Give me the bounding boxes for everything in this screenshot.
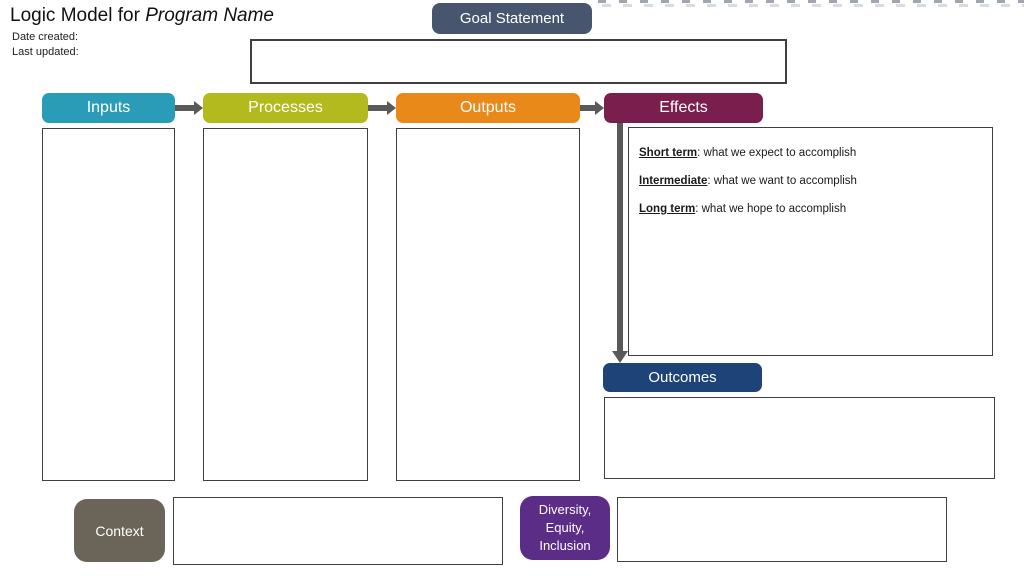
goal-statement-field[interactable] <box>250 39 787 84</box>
arrow-processes-to-outputs-icon <box>368 101 396 115</box>
arrow-inputs-to-processes-icon <box>175 101 203 115</box>
effects-long-term-desc: : what we hope to accomplish <box>695 203 847 215</box>
inputs-field[interactable] <box>42 128 175 481</box>
dei-field[interactable] <box>617 497 947 562</box>
effects-long-term-row: Long term: what we hope to accomplish <box>639 203 984 215</box>
last-updated-label: Last updated: <box>12 46 79 58</box>
inputs-header: Inputs <box>42 93 175 123</box>
outputs-header: Outputs <box>396 93 580 123</box>
goal-statement-label: Goal Statement <box>432 3 592 34</box>
date-meta: Date created: Last updated: <box>12 30 79 60</box>
processes-header: Processes <box>203 93 368 123</box>
page-title-prefix: Logic Model for <box>10 5 146 26</box>
outcomes-field[interactable] <box>604 397 995 479</box>
dei-header: Diversity, Equity, Inclusion <box>520 496 610 560</box>
effects-panel[interactable]: Short term: what we expect to accomplish… <box>628 127 993 356</box>
processes-field[interactable] <box>203 128 368 481</box>
context-header: Context <box>74 499 165 562</box>
effects-long-term-label: Long term <box>639 203 696 215</box>
effects-intermediate-label: Intermediate <box>639 175 708 187</box>
arrow-outputs-to-effects-icon <box>580 101 604 115</box>
effects-short-term-row: Short term: what we expect to accomplish <box>639 147 984 159</box>
outputs-field[interactable] <box>396 128 580 481</box>
dei-line-2: Equity, <box>545 520 585 535</box>
context-field[interactable] <box>173 497 503 565</box>
top-edge-dash-pattern <box>598 0 1024 7</box>
dei-line-1: Diversity, <box>538 502 592 517</box>
page-title: Logic Model for Program Name <box>10 5 274 27</box>
arrow-effects-to-outcomes-icon <box>612 123 628 363</box>
outcomes-header: Outcomes <box>603 363 762 392</box>
effects-intermediate-row: Intermediate: what we want to accomplish <box>639 175 984 187</box>
dei-line-3: Inclusion <box>539 538 591 553</box>
effects-short-term-desc: : what we expect to accomplish <box>697 147 857 159</box>
program-name-placeholder: Program Name <box>145 5 275 26</box>
effects-intermediate-desc: : what we want to accomplish <box>707 175 857 187</box>
date-created-label: Date created: <box>12 31 79 43</box>
effects-header: Effects <box>604 93 763 123</box>
effects-short-term-label: Short term <box>639 147 698 159</box>
